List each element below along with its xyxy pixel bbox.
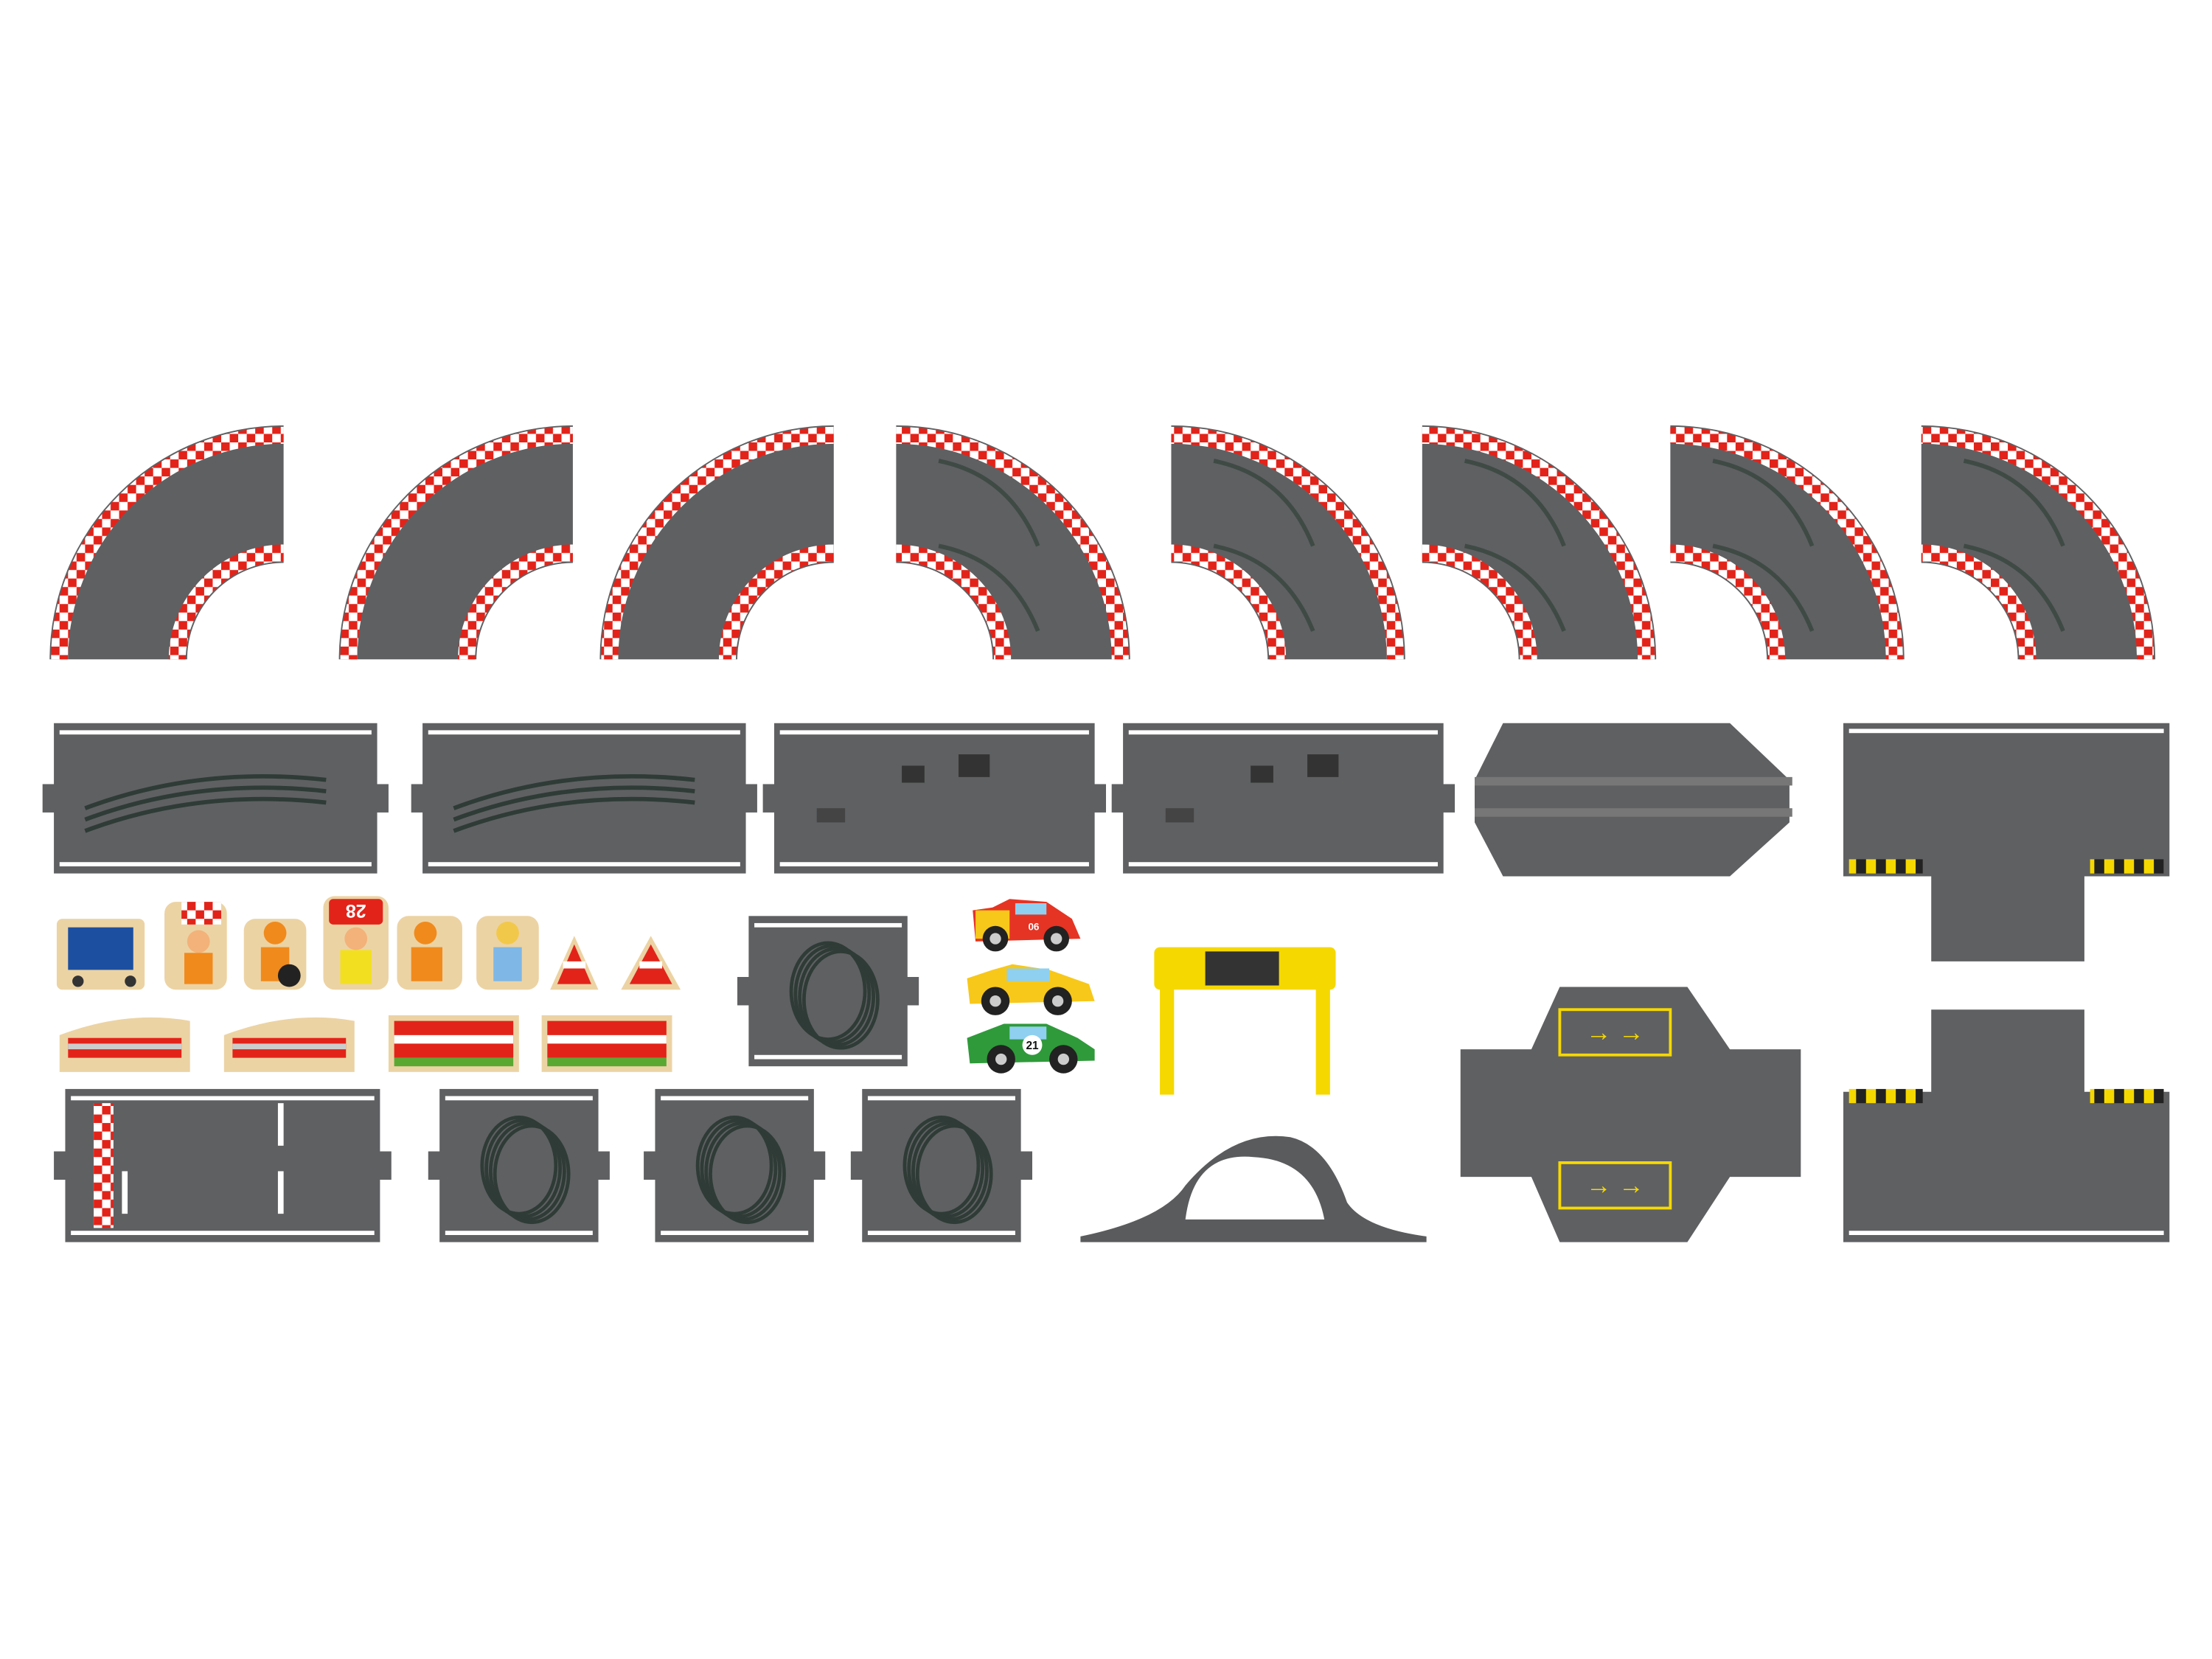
t-junction-piece[interactable]: [1843, 723, 2170, 961]
tire-mark-piece[interactable]: [850, 1088, 1032, 1242]
start-finish-piece[interactable]: [54, 1088, 392, 1242]
bridge-ramp-piece[interactable]: [1080, 1135, 1427, 1242]
green-car-number: 21: [1026, 1040, 1039, 1052]
curve-track-piece[interactable]: [1921, 425, 2156, 660]
start-light-gate[interactable]: [1154, 947, 1336, 1095]
curve-track-piece[interactable]: [338, 425, 574, 660]
arrow-icon: → →: [1586, 1019, 1644, 1047]
t-junction-piece[interactable]: [1843, 1009, 2170, 1242]
flag-waver-figure[interactable]: [164, 902, 227, 990]
curve-track-piece[interactable]: [49, 425, 284, 660]
red-car-number: 06: [1028, 922, 1039, 933]
pit-lane-piece[interactable]: → → → →: [1460, 987, 1801, 1242]
tire-wall-barrier[interactable]: [541, 1015, 672, 1072]
mechanic-figure-tire[interactable]: [243, 919, 307, 990]
curve-track-piece[interactable]: [1670, 425, 1905, 660]
curve-track-piece[interactable]: [599, 425, 834, 660]
tire-mark-piece[interactable]: [428, 1088, 610, 1242]
figure-number: 28: [346, 900, 366, 921]
mechanic-figure-wrench[interactable]: [397, 916, 462, 990]
curve-track-piece[interactable]: [896, 425, 1130, 660]
curve-track-pieces: [49, 425, 2156, 660]
curve-track-piece[interactable]: [1171, 425, 1405, 660]
straight-debris-piece[interactable]: [762, 723, 1106, 874]
traffic-cone[interactable]: [550, 936, 599, 990]
tire-mark-piece[interactable]: [737, 916, 919, 1067]
green-race-car[interactable]: 21: [967, 1023, 1095, 1074]
tire-mark-piece[interactable]: [644, 1088, 826, 1242]
fan-figure-sign[interactable]: 28: [323, 896, 389, 990]
straight-skid-piece[interactable]: [411, 723, 757, 874]
guard-rail-barrier[interactable]: [223, 1017, 355, 1072]
curve-track-piece[interactable]: [1422, 425, 1657, 660]
spectator-figure[interactable]: [476, 916, 539, 990]
red-race-car[interactable]: 06: [973, 899, 1081, 952]
straight-skid-piece[interactable]: [42, 723, 389, 874]
arrow-icon: → →: [1586, 1172, 1644, 1200]
accessories: 28: [56, 896, 1427, 1242]
guard-rail-barrier[interactable]: [59, 1017, 190, 1072]
rail-crossing-piece[interactable]: [1475, 723, 1792, 877]
straight-track-pieces: → → → →: [42, 723, 2170, 1242]
tire-wall-barrier[interactable]: [388, 1015, 519, 1072]
traffic-cone[interactable]: [621, 936, 681, 990]
yellow-race-car[interactable]: [967, 964, 1095, 1015]
straight-debris-piece[interactable]: [1111, 723, 1455, 874]
tool-cart-piece[interactable]: [56, 919, 145, 990]
